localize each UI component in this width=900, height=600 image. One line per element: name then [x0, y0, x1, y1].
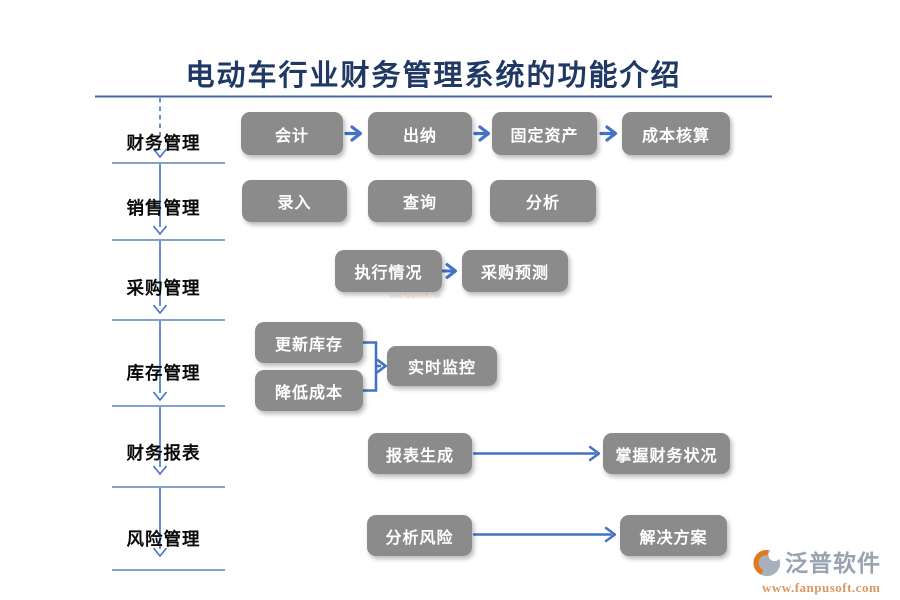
arrow-cashier-to-fixed-assets	[473, 125, 491, 142]
node-purchase-forecast: 采购预测	[462, 250, 568, 292]
rail-label-finance-report: 财务报表	[126, 443, 201, 463]
node-realtime-monitor: 实时监控	[387, 346, 497, 386]
rail-label-purchase-mgmt: 采购管理	[126, 278, 201, 298]
node-report-generation: 报表生成	[368, 433, 472, 474]
rail-label-sales-mgmt: 销售管理	[126, 198, 201, 218]
page-title: 电动车行业财务管理系统的功能介绍	[185, 60, 682, 92]
arrow-execution-to-forecast	[441, 263, 457, 279]
rail-arrow-6	[152, 488, 168, 558]
node-analysis: 分析	[490, 180, 596, 222]
node-reduce-cost: 降低成本	[255, 370, 363, 411]
rail-arrow-3	[152, 241, 168, 315]
fanpu-brand-text: 泛普软件	[785, 550, 881, 576]
rail-label-finance-mgmt: 财务管理	[126, 133, 201, 153]
fanpu-logo-icon	[752, 547, 782, 584]
node-grasp-financial-status: 掌握财务状况	[603, 433, 730, 474]
rail-arrow-2	[152, 164, 168, 236]
rail-label-inventory-mgmt: 库存管理	[126, 363, 201, 383]
node-update-inventory: 更新库存	[255, 322, 363, 363]
rail-label-risk-mgmt: 风险管理	[126, 529, 201, 549]
node-query: 查询	[368, 180, 472, 222]
node-fixed-assets: 固定资产	[492, 112, 597, 155]
rail-arrow-dashed	[152, 98, 168, 159]
arrow-report-to-status	[472, 445, 601, 462]
fanpu-url-text: www.fanpusoft.com	[762, 580, 881, 595]
rail-arrow-4	[152, 321, 168, 402]
arrow-risk-to-solution	[472, 526, 617, 543]
node-accounting: 会计	[241, 112, 343, 155]
watermark-url-text: www.fanpusoft.com	[390, 294, 443, 300]
arrow-fixed-assets-to-cost	[599, 125, 618, 142]
node-entry: 录入	[242, 180, 347, 222]
arrow-accounting-to-cashier	[344, 125, 363, 142]
node-risk-analysis: 分析风险	[367, 515, 472, 556]
node-cost-accounting: 成本核算	[622, 112, 730, 155]
node-execution-status: 执行情况	[335, 250, 442, 292]
fanpu-logo: 泛普软件 www.fanpusoft.com	[752, 547, 897, 595]
node-cashier: 出纳	[368, 112, 472, 155]
rail-separator-lines	[112, 162, 225, 571]
rail-arrow-5	[152, 407, 168, 476]
bracket-connector	[363, 341, 388, 392]
node-solution: 解决方案	[620, 515, 727, 556]
